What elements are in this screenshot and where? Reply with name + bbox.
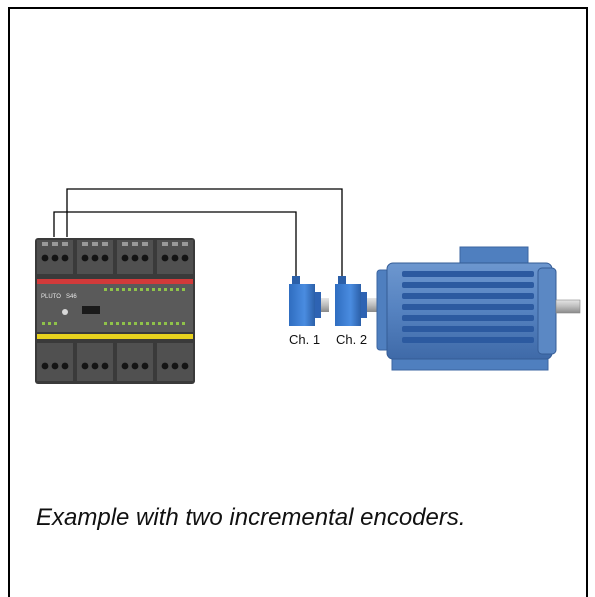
wire-ch1: [53, 211, 297, 281]
motor-shaft: [555, 299, 581, 314]
motor-front-flange: [537, 267, 557, 355]
encoder-ch2: Ch. 2: [335, 276, 377, 347]
plc-bottom-screw-holes: [41, 362, 189, 370]
motor-base: [391, 357, 549, 371]
plc-unit: PLUTO S46: [35, 238, 195, 384]
encoder-ch2-body: [335, 284, 361, 326]
encoder-wires: [53, 188, 343, 281]
wire-ch2: [66, 188, 343, 281]
plc-display: [82, 306, 100, 314]
plc-brand: PLUTO: [41, 294, 61, 300]
encoder-ch1-connector: [292, 276, 300, 284]
motor-housing: [386, 262, 553, 360]
encoder-ch2-label: Ch. 2: [336, 332, 367, 347]
diagram-frame: [8, 7, 588, 597]
diagram-caption: Example with two incremental encoders.: [36, 504, 466, 531]
plc-red-band: [37, 279, 193, 284]
plc-bottom-terminals: [37, 343, 193, 381]
plc-knob: [62, 309, 68, 315]
encoder-ch2-connector: [338, 276, 346, 284]
plc-faceplate: [37, 284, 193, 332]
motor-cooling-fins: [402, 271, 534, 343]
encoder-ch1-body: [289, 284, 315, 326]
motor: [376, 246, 581, 371]
plc-top-screw-tabs: [42, 242, 188, 246]
plc-model: S46: [66, 294, 77, 300]
plc-yellow-band: [37, 334, 193, 339]
encoder-ch2-coupling: [367, 298, 377, 312]
encoder-ch1-coupling: [321, 298, 329, 312]
plc-top-screw-holes: [41, 254, 189, 262]
encoder-ch1-label: Ch. 1: [289, 332, 320, 347]
encoder-ch1: Ch. 1: [289, 276, 329, 347]
plc-leds: [42, 288, 185, 325]
